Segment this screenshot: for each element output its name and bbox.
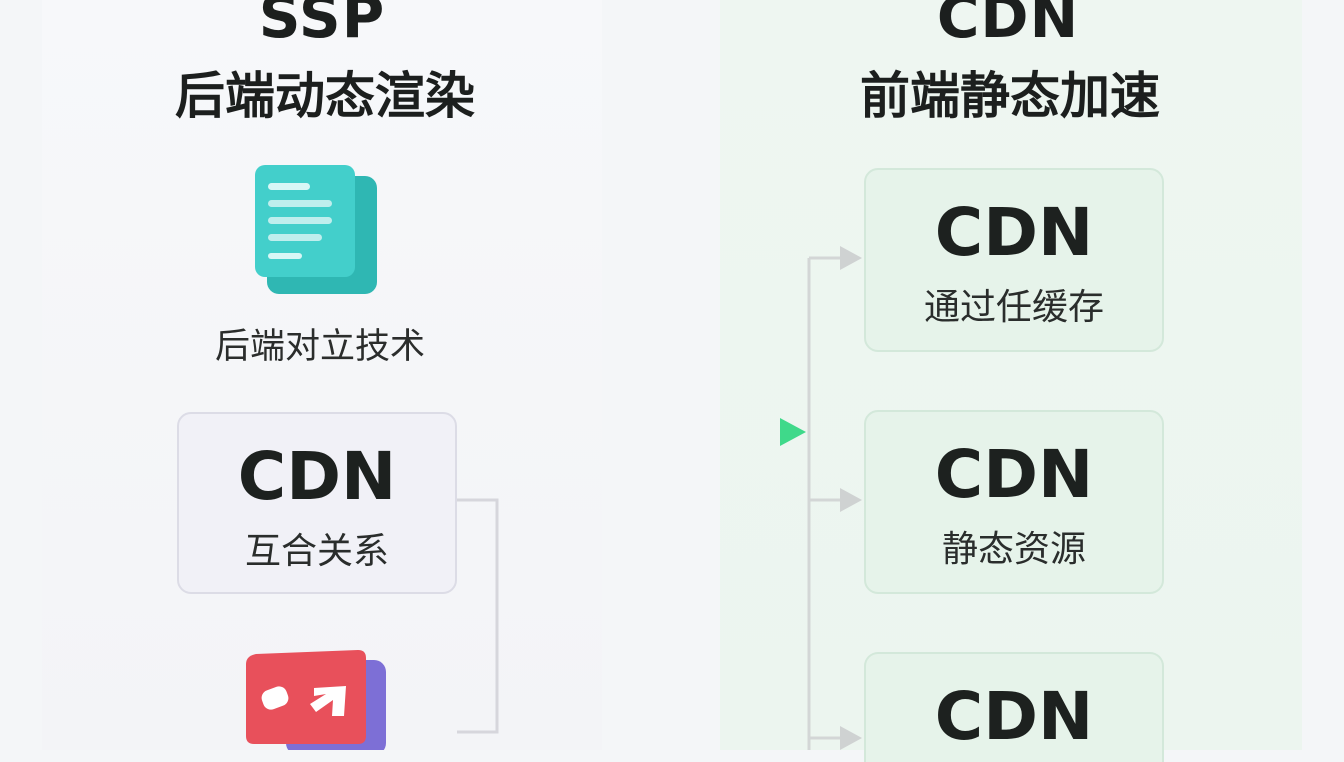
cdn-panel — [720, 0, 1302, 750]
cdn-subtitle: 前端静态加速 — [860, 67, 1160, 125]
right-card-2-label: 静态资源 — [941, 529, 1086, 570]
cdn-title: CDN — [936, 0, 1080, 51]
right-card-1-label: 通过任缓存 — [923, 287, 1104, 328]
branch-arrow-1 — [840, 246, 862, 270]
left-cdn-card: CDN 互合关系 — [177, 412, 457, 594]
ssp-panel — [42, 0, 602, 750]
left-bracket-line — [457, 498, 499, 734]
branch-arrow-2 — [840, 488, 862, 512]
ssp-title: SSP — [258, 0, 386, 51]
doc-icon-label: 后端对立技术 — [214, 327, 425, 367]
ssp-subtitle: 后端动态渲染 — [175, 67, 475, 125]
right-cdn-card-1: CDN 通过任缓存 — [864, 168, 1164, 352]
right-card-3-title: CDN — [934, 678, 1094, 755]
branch-arrow-3 — [840, 726, 862, 750]
left-card-title: CDN — [237, 438, 397, 515]
left-card-label: 互合关系 — [244, 531, 389, 572]
right-card-1-title: CDN — [934, 194, 1094, 271]
main-arrow-head — [780, 418, 806, 446]
right-cdn-card-2: CDN 静态资源 — [864, 410, 1164, 594]
right-cdn-card-3: CDN — [864, 652, 1164, 762]
right-card-2-title: CDN — [934, 436, 1094, 513]
